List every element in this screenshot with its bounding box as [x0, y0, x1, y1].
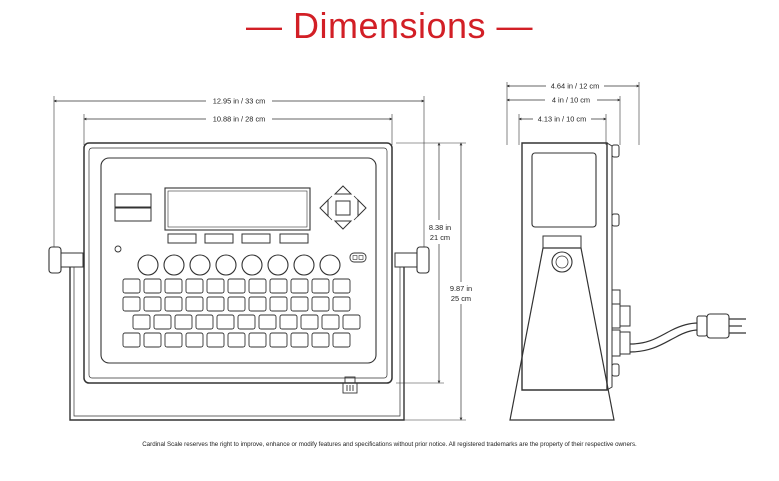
keyboard-key — [279, 314, 298, 330]
keyboard-key — [258, 314, 277, 330]
keyboard-key — [290, 278, 309, 294]
keyboard-key — [132, 314, 151, 330]
keyboard-key — [311, 278, 330, 294]
keyboard-key — [122, 332, 141, 348]
keyboard-key — [164, 332, 183, 348]
keyboard-key — [321, 314, 340, 330]
keyboard-key — [185, 332, 204, 348]
dimension-labels: 12.95 in / 33 cm 10.88 in / 28 cm 8.38 i… — [206, 81, 604, 304]
keyboard-key — [164, 296, 183, 312]
keyboard-key — [143, 332, 162, 348]
keyboard-key — [185, 296, 204, 312]
keyboard-keys — [122, 278, 361, 348]
keyboard-key — [164, 278, 183, 294]
keyboard-key — [227, 278, 246, 294]
dim-panel-height-in: 8.38 in — [429, 223, 451, 232]
keyboard-key — [206, 332, 225, 348]
keyboard-key — [290, 296, 309, 312]
dim-side-inner-depth: 4.13 in / 10 cm — [538, 115, 586, 124]
keyboard-key — [248, 332, 267, 348]
dim-overall-height-cm: 25 cm — [451, 294, 471, 303]
keyboard-key — [216, 314, 235, 330]
keyboard-key — [195, 314, 214, 330]
front-view — [48, 96, 466, 421]
keyboard-key — [174, 314, 193, 330]
dim-side-depth: 4 in / 10 cm — [552, 96, 590, 105]
keyboard-key — [332, 332, 351, 348]
dim-overall-height-in: 9.87 in — [450, 284, 472, 293]
front-connector — [342, 376, 358, 394]
function-keys — [137, 254, 341, 276]
keyboard-key — [300, 314, 319, 330]
footer-note: Cardinal Scale reserves the right to imp… — [142, 441, 637, 448]
keyboard-key — [248, 278, 267, 294]
keyboard-key — [122, 296, 141, 312]
keyboard-key — [269, 278, 288, 294]
keyboard-key — [143, 278, 162, 294]
keyboard-key — [122, 278, 141, 294]
keyboard-key — [237, 314, 256, 330]
keyboard-key — [269, 296, 288, 312]
keyboard-key — [269, 332, 288, 348]
keyboard-key — [332, 296, 351, 312]
dim-front-panel-width: 10.88 in / 28 cm — [213, 115, 266, 124]
keyboard-key — [311, 296, 330, 312]
keyboard-key — [206, 296, 225, 312]
keyboard-key — [143, 296, 162, 312]
dim-front-overall-width: 12.95 in / 33 cm — [213, 97, 266, 106]
keyboard-key — [248, 296, 267, 312]
keyboard-key — [332, 278, 351, 294]
keyboard-key — [185, 278, 204, 294]
page-title: — Dimensions — — [245, 5, 534, 46]
keyboard-key — [311, 332, 330, 348]
keyboard-key — [290, 332, 309, 348]
keyboard-key — [153, 314, 172, 330]
keyboard-key — [342, 314, 361, 330]
side-view — [506, 82, 746, 421]
keyboard-key — [227, 332, 246, 348]
dim-side-overall-depth: 4.64 in / 12 cm — [551, 82, 599, 91]
dim-panel-height-cm: 21 cm — [430, 233, 450, 242]
keyboard-key — [227, 296, 246, 312]
keyboard-key — [206, 278, 225, 294]
